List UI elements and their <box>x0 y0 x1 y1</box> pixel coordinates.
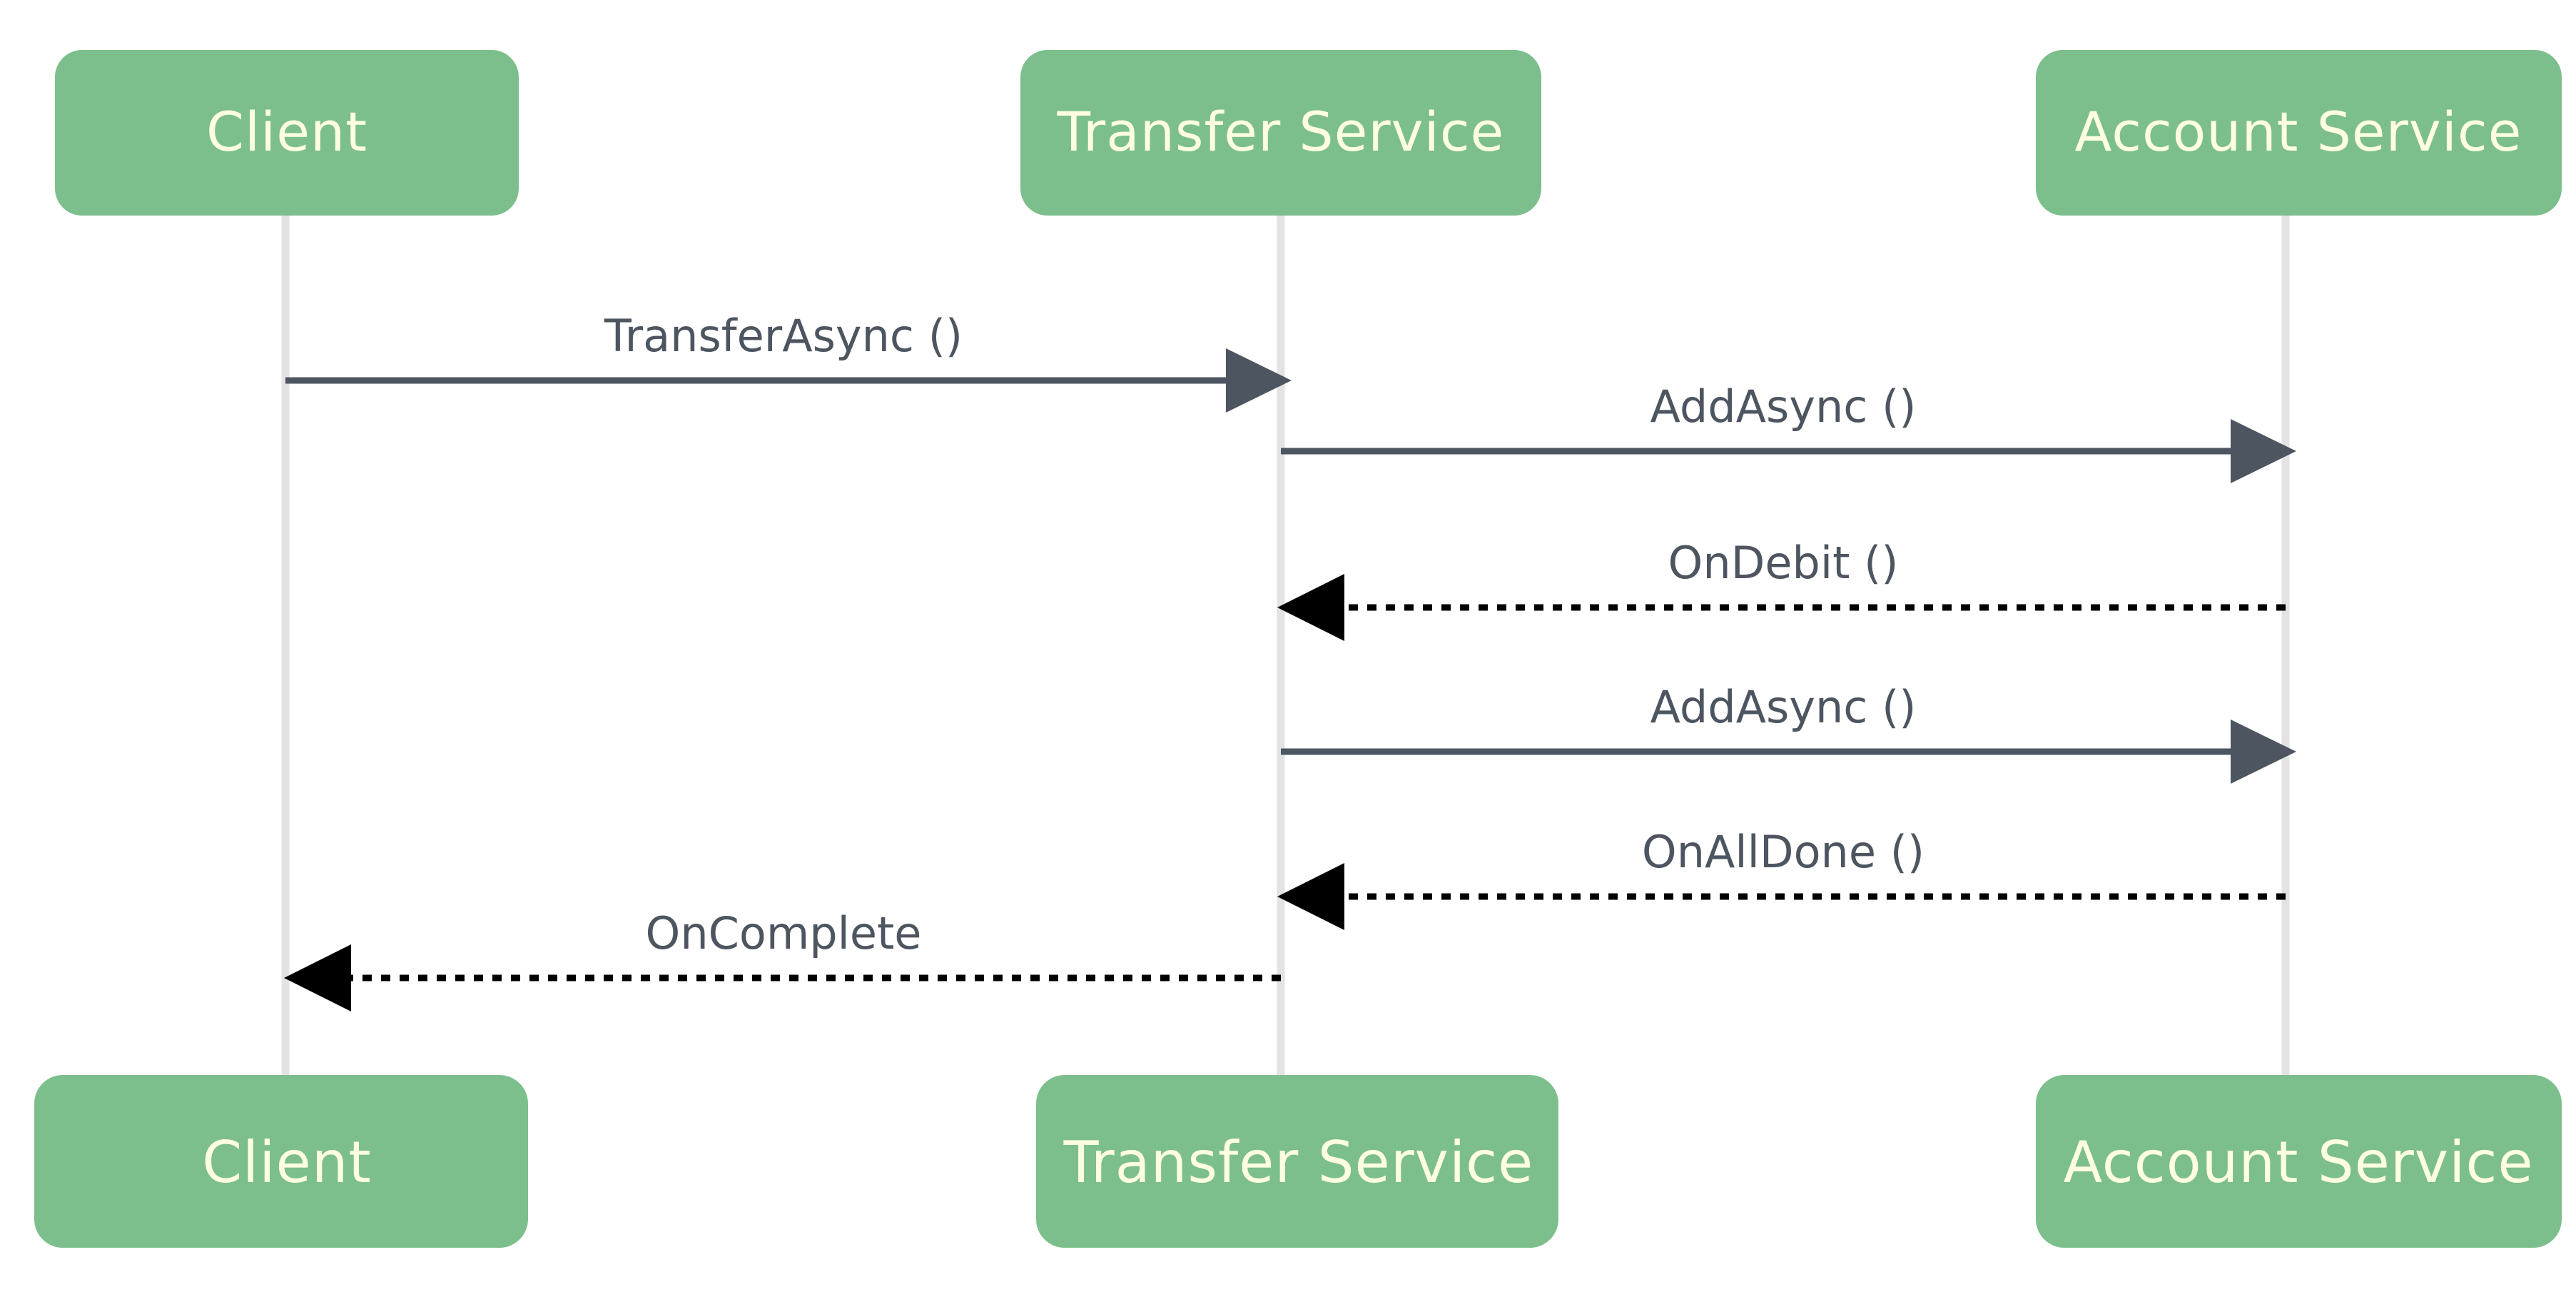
message-onalldone[interactable]: OnAllDone () <box>1277 826 2286 930</box>
message-transferasync[interactable]: TransferAsync () <box>285 310 1292 413</box>
message-transferasync-label: TransferAsync () <box>604 310 963 362</box>
message-addasync-1-arrowhead <box>2231 419 2296 483</box>
actor-box-top-account-service-label: Account Service <box>2075 100 2522 163</box>
actor-box-bottom-client-label: Client <box>202 1129 372 1196</box>
message-oncomplete[interactable]: OnComplete <box>284 907 1281 1011</box>
message-addasync-2-arrowhead <box>2231 720 2296 784</box>
actor-boxes-top: Client Transfer Service Account Service <box>55 50 2562 216</box>
actor-boxes-bottom: Client Transfer Service Account Service <box>34 1075 2562 1248</box>
message-onalldone-arrowhead <box>1277 863 1344 930</box>
actor-box-bottom-client-rect <box>34 1075 528 1248</box>
actor-box-top-transfer-service-label: Transfer Service <box>1057 100 1505 163</box>
actor-box-top-account-service-rect <box>2036 50 2562 216</box>
actor-box-bottom-transfer-service[interactable]: Transfer Service <box>1036 1075 1558 1248</box>
actor-box-bottom-transfer-service-label: Transfer Service <box>1063 1129 1534 1196</box>
message-addasync-2[interactable]: AddAsync () <box>1281 681 2296 784</box>
message-ondebit[interactable]: OnDebit () <box>1277 537 2286 641</box>
message-oncomplete-label: OnComplete <box>646 907 922 959</box>
actor-box-top-transfer-service-rect <box>1020 50 1541 216</box>
actor-box-bottom-account-service-label: Account Service <box>2063 1129 2533 1196</box>
message-addasync-2-label: AddAsync () <box>1650 681 1917 733</box>
message-oncomplete-arrowhead <box>284 944 351 1011</box>
actor-box-top-client[interactable]: Client <box>55 50 519 216</box>
actor-box-bottom-transfer-service-rect <box>1036 1075 1558 1248</box>
message-addasync-1-label: AddAsync () <box>1650 380 1917 433</box>
actor-box-bottom-client[interactable]: Client <box>34 1075 528 1248</box>
actor-box-top-client-label: Client <box>206 100 367 163</box>
message-transferasync-arrowhead <box>1226 348 1292 413</box>
lifelines-layer <box>281 214 2290 1079</box>
message-onalldone-label: OnAllDone () <box>1642 826 1925 878</box>
actor-box-top-transfer-service[interactable]: Transfer Service <box>1020 50 1541 216</box>
actor-box-bottom-account-service[interactable]: Account Service <box>2036 1075 2562 1248</box>
actor-box-top-account-service[interactable]: Account Service <box>2036 50 2562 216</box>
message-ondebit-label: OnDebit () <box>1668 537 1899 589</box>
actor-box-bottom-account-service-rect <box>2036 1075 2562 1248</box>
message-addasync-1[interactable]: AddAsync () <box>1281 380 2296 483</box>
actor-box-top-client-rect <box>55 50 519 216</box>
message-ondebit-arrowhead <box>1277 574 1344 641</box>
